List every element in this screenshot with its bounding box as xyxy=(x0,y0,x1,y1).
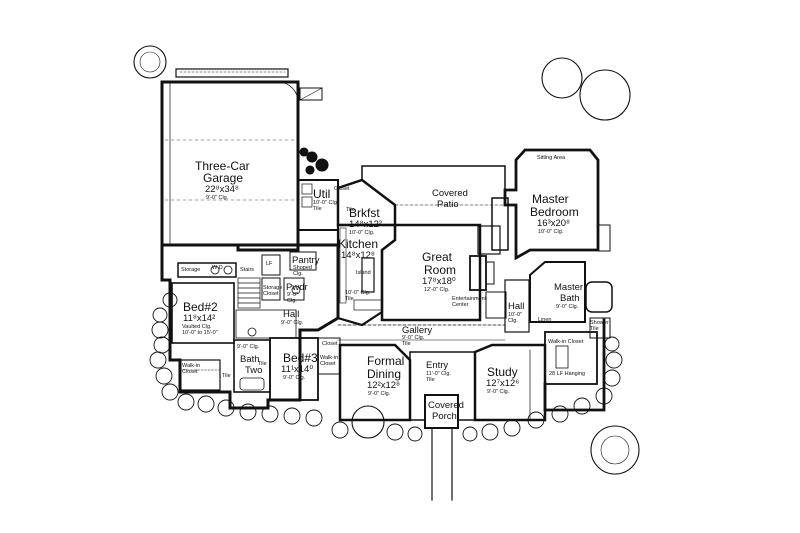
tree-top-right-2 xyxy=(579,69,631,121)
kitchen-island-label: Island xyxy=(356,270,371,276)
garage-name-1: Three-Car xyxy=(195,159,250,173)
dining-dim: 12²x12⁸ xyxy=(367,380,401,391)
entertainment-label: Entertainment Center xyxy=(452,296,487,308)
master-bath-name-1: Master xyxy=(554,282,584,293)
master-bath-outline xyxy=(529,261,586,323)
util-tile: Tile xyxy=(346,207,355,213)
master-name-2: Bedroom xyxy=(530,205,579,219)
brkfst-name: Brkfst xyxy=(349,206,380,220)
entry-name: Entry xyxy=(426,360,449,371)
great-room-name-1: Great xyxy=(422,250,453,264)
garage-clg: 9'-0" Clg. xyxy=(206,195,229,201)
bed2-dim: 11⁸x14² xyxy=(183,313,216,324)
shrub-rows xyxy=(149,292,623,442)
kitchen-island xyxy=(361,257,375,293)
garage-door-swing xyxy=(277,81,299,103)
hall-left-name: Hall xyxy=(283,309,300,320)
bath2-name-2: Two xyxy=(245,365,263,376)
master-dim: 16³x20⁸ xyxy=(537,218,571,229)
dining-name-1: Formal xyxy=(367,354,405,368)
tree-top-right-1 xyxy=(541,57,583,99)
shower-label: Shower Tile xyxy=(590,320,609,332)
dining-name-2: Dining xyxy=(367,367,402,381)
walkin-left-label: Walk-in Closet xyxy=(182,363,201,375)
bed3-name: Bed#3 xyxy=(283,351,318,365)
tree-bottom-right xyxy=(590,425,640,475)
hall-right-name: Hall xyxy=(508,301,525,312)
great-room-outline xyxy=(380,223,482,322)
kitchen-name: Kitchen xyxy=(338,237,379,251)
util-sub: 10'-0" Clg. Tile xyxy=(313,200,339,212)
garage-dim: 22⁸x34⁸ xyxy=(205,184,239,195)
storage-closet-label: Storage Closet xyxy=(263,285,283,297)
study-clg: 9'-0" Clg. xyxy=(487,389,510,395)
patio-name-1: Covered xyxy=(432,188,468,199)
tile-left: Tile xyxy=(222,373,231,379)
closet-label: Closet xyxy=(334,186,350,192)
stairs-label: Stairs xyxy=(240,267,255,273)
lf-label: LF xyxy=(266,261,273,267)
pantry-sub: Shoped Clg. xyxy=(293,265,312,277)
fireplace xyxy=(469,255,487,291)
master-bath-clg: 9'-0" Clg. xyxy=(556,304,579,310)
master-name-1: Master xyxy=(532,192,569,206)
great-room-clg: 12'-0" Clg. xyxy=(424,287,450,293)
sitting-area-label: Sitting Area xyxy=(537,155,566,161)
walkin-right-label: Walk-in Closet xyxy=(548,339,584,345)
garage-name-2: Garage xyxy=(203,171,244,185)
tree-bottom-left xyxy=(351,405,385,439)
bath2-name-1: Bath xyxy=(240,354,260,365)
brkfst-dim: 14⁸x12² xyxy=(349,219,383,230)
wd-label: W D xyxy=(212,265,223,271)
kitchen-dim: 14⁸x12⁸ xyxy=(341,250,375,261)
patio-name-2: Patio xyxy=(437,199,459,210)
great-room-dim: 17⁸x18⁰ xyxy=(422,276,456,287)
breakfast-outline xyxy=(336,178,397,227)
hall-left-clg: 9'-0" Clg. xyxy=(281,320,304,326)
bed2-name: Bed#2 xyxy=(183,300,218,314)
great-room-name-2: Room xyxy=(424,263,457,277)
covered-porch-outline xyxy=(424,394,459,429)
master-clg: 10'-0" Clg. xyxy=(538,229,564,235)
study-name: Study xyxy=(487,365,518,379)
tree-top-left xyxy=(133,45,167,79)
porch-name-2: Porch xyxy=(432,411,457,422)
bed3-clg: 9'-0" Clg. xyxy=(283,375,306,381)
storage-label: Storage xyxy=(181,267,201,273)
gallery-clg: 9'-0" Clg. Tile xyxy=(402,335,425,347)
bed2-outline xyxy=(171,282,235,344)
linen-right: Linen xyxy=(538,317,552,323)
covered-patio-outline xyxy=(361,165,506,206)
pwdr-sub: 9'-0" Clg. xyxy=(287,292,298,304)
util-name: Util xyxy=(313,187,331,201)
bath2-clg: 9'-0" Clg. xyxy=(237,344,260,350)
dining-clg: 9'-0" Clg. xyxy=(368,391,391,397)
closet-bed3-label: Closet xyxy=(322,341,338,347)
tile-bath: Tile xyxy=(258,361,267,367)
porch-name-1: Covered xyxy=(428,400,464,411)
brkfst-clg: 10'-0" Clg. xyxy=(349,230,375,236)
bed3-dim: 11¹x14⁰ xyxy=(281,364,314,375)
walkin-bed3-label: Walk-in Closet xyxy=(320,355,339,367)
landscaping xyxy=(133,45,640,475)
garage-planter xyxy=(175,68,289,78)
entry-clg: 11'-0" Clg. Tile xyxy=(426,371,451,383)
hanging-label: 28 LF Hanging xyxy=(549,371,586,377)
study-outline xyxy=(473,343,547,422)
study-dim: 12⁷x12⁶ xyxy=(486,378,520,389)
bed2-clg: Vaulted Clg. 10'-0" to 15'-0" xyxy=(182,324,218,336)
master-bath-name-2: Bath xyxy=(560,293,580,304)
gallery-name: Gallery xyxy=(402,325,433,336)
pantry-name: Pantry xyxy=(292,255,320,266)
master-bedroom-outline xyxy=(503,148,600,261)
pwdr-name: Pwdr xyxy=(286,282,308,293)
kitchen-clg: 10'-0" Clg. Tile xyxy=(345,290,371,302)
hall-right-clg: 10'-0" Clg. xyxy=(508,312,523,324)
